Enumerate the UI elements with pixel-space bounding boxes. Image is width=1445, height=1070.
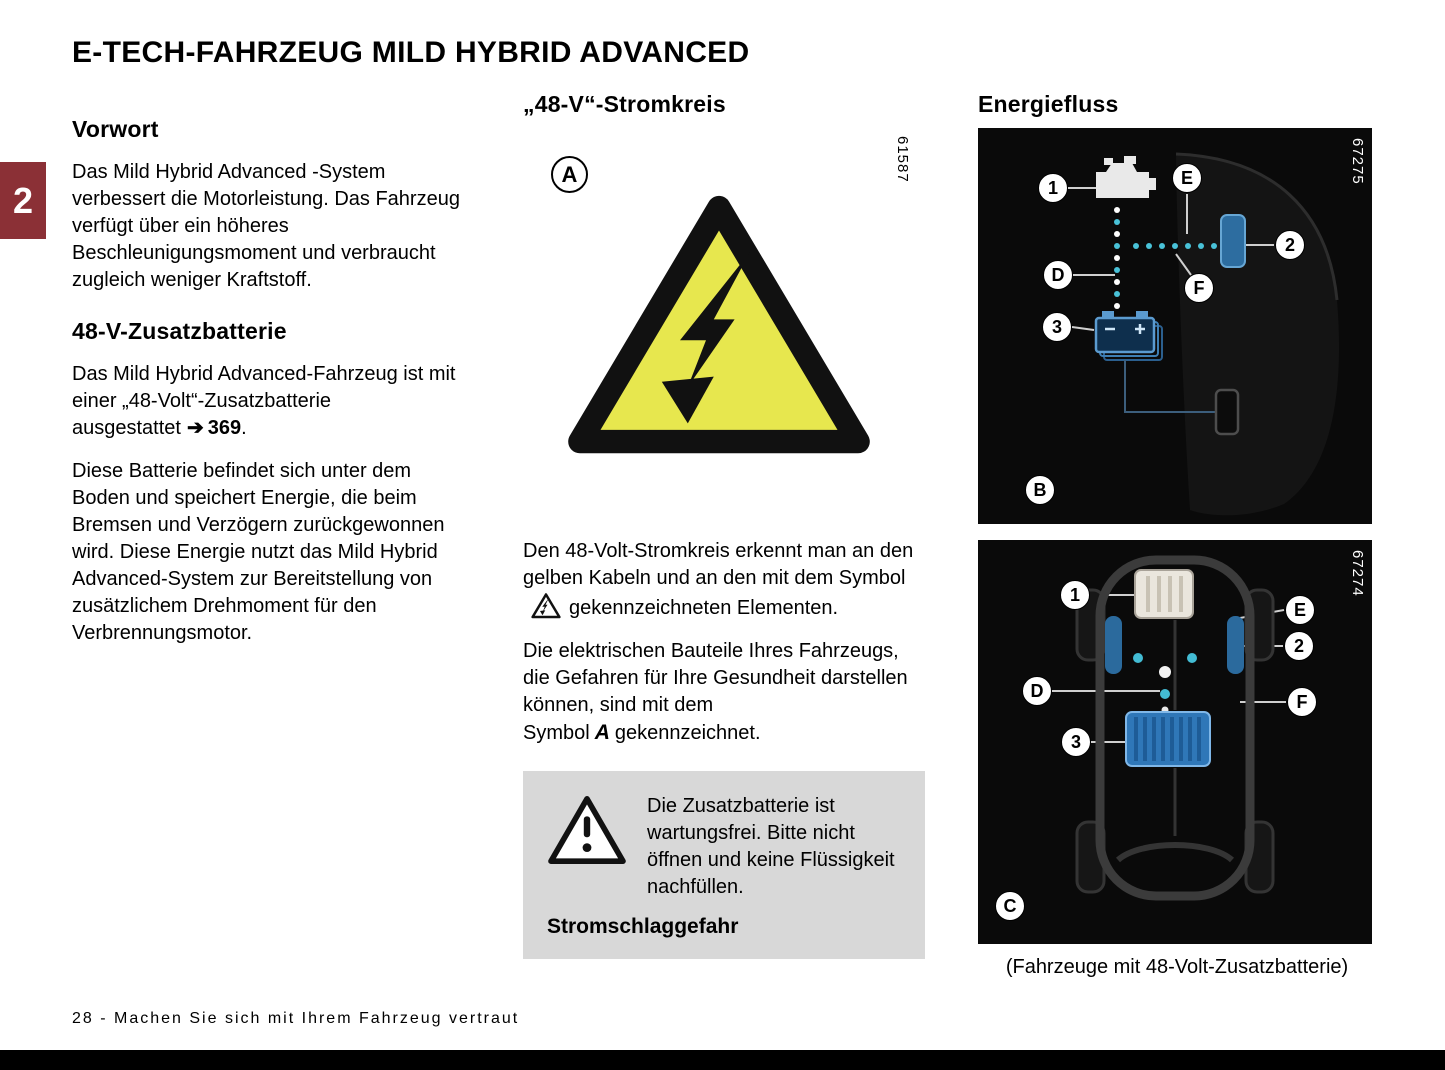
section-heading-stromkreis: „48-V“-Stromkreis (523, 91, 726, 117)
figure-caption: (Fahrzeuge mit 48-Volt-Zusatzbatterie) (1005, 956, 1349, 978)
warning-row: Die Zusatzbatterie ist wartungsfrei. Bit… (547, 793, 907, 901)
vorwort-paragraph: Das Mild Hybrid Advanced -System verbess… (72, 161, 460, 291)
stromkreis-paragraph-2-before: Die elektrischen Bauteile Ihres Fahrzeug… (523, 640, 908, 744)
stromkreis-text-block: Den 48-Volt-Stromkreis erkennt man an de… (523, 538, 927, 959)
callout-1: 1 (1038, 173, 1068, 203)
warning-box: Die Zusatzbatterie ist wartungsfrei. Bit… (523, 771, 925, 959)
callout-3: 3 (1061, 727, 1091, 757)
dcdc-converter-icon (1220, 214, 1246, 268)
engine-top-icon (1134, 569, 1194, 619)
callout-E: E (1285, 595, 1315, 625)
figure-id-67275: 67275 (1349, 138, 1366, 185)
callout-F: F (1287, 687, 1317, 717)
cross-reference[interactable]: ➔369 (187, 417, 241, 439)
callout-D: D (1022, 676, 1052, 706)
page-edge-bar (0, 1050, 1445, 1070)
chapter-tab: 2 (0, 162, 46, 239)
section-heading-vorwort: Vorwort (72, 116, 159, 142)
callout-1: 1 (1060, 580, 1090, 610)
figure-symbol-a: A (594, 721, 610, 744)
callout-2: 2 (1284, 631, 1314, 661)
zusatzbatterie-paragraph-1: Das Mild Hybrid Advanced-Fahrzeug ist mi… (72, 361, 474, 442)
dotted-flow-horizontal (1133, 243, 1217, 249)
warning-triangle-icon (548, 796, 626, 864)
battery-pack-icon (1125, 711, 1211, 767)
callout-E: E (1172, 163, 1202, 193)
left-drive-module-icon (1105, 616, 1122, 674)
right-drive-module-icon (1227, 616, 1244, 674)
section-heading-zusatzbatterie: 48-V-Zusatzbatterie (72, 318, 287, 344)
engine-icon (1096, 156, 1156, 198)
zusatzbatterie-paragraph-2: Diese Batterie befindet sich unter dem B… (72, 460, 445, 644)
figure-id-67274: 67274 (1349, 550, 1366, 597)
dotted-flow-vertical (1114, 207, 1120, 309)
reference-page-number: 369 (207, 417, 242, 439)
callout-F: F (1184, 273, 1214, 303)
high-voltage-triangle-icon (568, 195, 870, 454)
stromkreis-paragraph-2-after: gekennzeichnet. (614, 722, 761, 744)
figure-id-61587: 61587 (894, 136, 911, 183)
energy-flow-diagram-bottom: 67274 1 E 2 D F 3 C (978, 540, 1372, 944)
callout-3: 3 (1042, 312, 1072, 342)
high-voltage-figure: A 61587 (523, 128, 925, 530)
rear-module-icon (1214, 388, 1240, 436)
stromkreis-paragraph-2: Die elektrischen Bauteile Ihres Fahrzeug… (523, 638, 927, 747)
sentence-period: . (241, 417, 247, 439)
stromkreis-paragraph-1: Den 48-Volt-Stromkreis erkennt man an de… (523, 538, 927, 622)
callout-B: B (1025, 475, 1055, 505)
warning-title: Stromschlaggefahr (547, 915, 739, 938)
section-heading-energiefluss: Energiefluss (978, 91, 1119, 117)
left-column: Vorwort Das Mild Hybrid Advanced -System… (72, 116, 474, 663)
callout-D: D (1043, 260, 1073, 290)
warning-text: Die Zusatzbatterie ist wartungsfrei. Bit… (647, 795, 895, 898)
callout-C: C (995, 891, 1025, 921)
stromkreis-paragraph-1-after: gekennzeichneten Elementen. (569, 597, 839, 619)
callout-2: 2 (1275, 230, 1305, 260)
stromkreis-paragraph-1-before: Den 48-Volt-Stromkreis erkennt man an de… (523, 540, 914, 589)
battery-48v-icon (1094, 311, 1163, 361)
page-title: E-TECH-FAHRZEUG MILD HYBRID ADVANCED (72, 36, 750, 69)
zusatzbatterie-paragraph-1-text: Das Mild Hybrid Advanced-Fahrzeug ist mi… (72, 363, 456, 439)
energy-flow-diagram-top: 67275 1 E 2 D F 3 B (978, 128, 1372, 524)
figure-label-a: A (551, 156, 588, 193)
energy-flow-artwork-bottom (1052, 555, 1286, 901)
inline-high-voltage-icon (531, 593, 561, 619)
reference-arrow-icon: ➔ (186, 417, 204, 439)
chassis-outline (1095, 555, 1255, 901)
page-footer: 28 - Machen Sie sich mit Ihrem Fahrzeug … (72, 1010, 520, 1027)
